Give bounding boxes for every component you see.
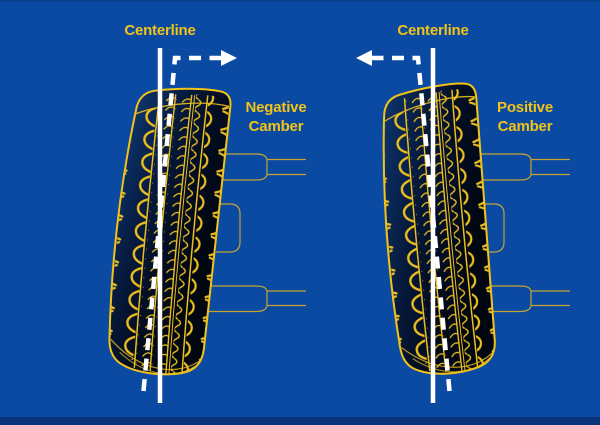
lean-arrowhead-left-icon bbox=[356, 50, 372, 66]
camber-label-positive: Positive Camber bbox=[497, 99, 553, 135]
camber-label-negative: Negative Camber bbox=[245, 99, 307, 135]
centerline-label-right: Centerline bbox=[397, 22, 469, 39]
tire-negative-camber bbox=[104, 82, 232, 378]
tilt-axis-dashed-right bbox=[372, 55, 452, 392]
bottom-bar-shade bbox=[0, 417, 600, 425]
lean-arrowhead-right-icon bbox=[221, 50, 237, 66]
centerline-label-left: Centerline bbox=[124, 22, 196, 39]
top-edge-shade bbox=[0, 0, 600, 2]
tilt-axis-dashed-left bbox=[141, 55, 221, 392]
